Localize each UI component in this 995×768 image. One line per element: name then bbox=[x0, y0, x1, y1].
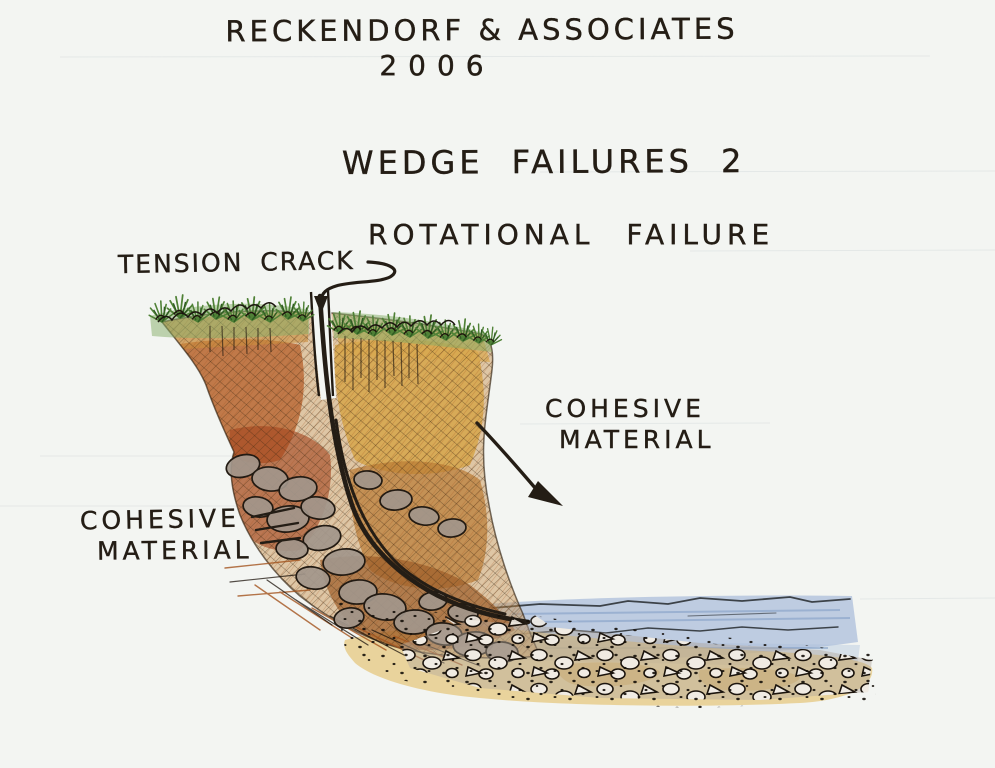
diagram-title: ROTATIONAL FAILURE bbox=[368, 218, 775, 251]
credit-year: 2006 bbox=[379, 49, 495, 82]
tension-crack-label: TENSION CRACK bbox=[117, 245, 356, 280]
cohesive-material-right-label-line1: COHESIVE bbox=[545, 394, 705, 423]
scan-artifact-lines bbox=[0, 55, 995, 600]
cohesive-material-right-label-line2: MATERIAL bbox=[559, 425, 715, 454]
sand-dots bbox=[335, 600, 876, 708]
grass-ink-scribble bbox=[157, 302, 456, 335]
rotation-arrow bbox=[475, 421, 563, 506]
cohesive-material-left-label-line1: COHESIVE bbox=[79, 503, 241, 536]
grass bbox=[147, 293, 503, 392]
grass-root-strokes bbox=[209, 325, 419, 392]
series-title: WEDGE FAILURES 2 bbox=[341, 141, 746, 183]
tension-crack-arrow bbox=[314, 260, 397, 314]
cohesive-material-left-label-line2: MATERIAL bbox=[96, 535, 253, 566]
label-tick-marks bbox=[250, 506, 302, 545]
credit-line: RECKENDORF & ASSOCIATES bbox=[225, 11, 739, 49]
